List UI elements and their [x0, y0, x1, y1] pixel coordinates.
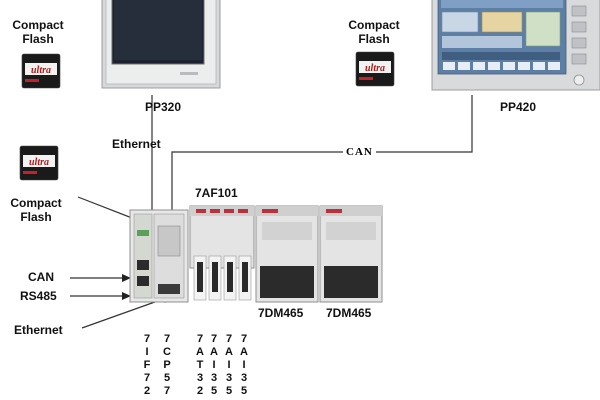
- part-char: 5: [210, 385, 218, 397]
- compact-flash-label-top-right: Compact Flash: [348, 18, 400, 46]
- can-arrow-head: [122, 274, 131, 282]
- dm465-module-2: [319, 205, 383, 303]
- part-char: 7: [210, 333, 218, 345]
- rs485-port-label: RS485: [20, 289, 57, 303]
- dm465-label-2: 7DM465: [326, 306, 372, 320]
- svg-text:ultra: ultra: [29, 157, 49, 168]
- compact-flash-card-top-left: ultra: [21, 53, 61, 89]
- compact-flash-card-left: ultra: [19, 145, 59, 181]
- can-bus-line: [171, 95, 473, 212]
- can-port-label: CAN: [28, 270, 54, 284]
- io-module-stack: [189, 205, 255, 301]
- part-char: 3: [196, 372, 204, 384]
- can-bus-label: CAN: [343, 146, 376, 158]
- part-char: 3: [240, 372, 248, 384]
- af101-label: 7AF101: [195, 186, 238, 200]
- part-char: 3: [210, 372, 218, 384]
- pp420-label: PP420: [500, 100, 537, 114]
- svg-text:ultra: ultra: [365, 63, 385, 74]
- part-char: A: [240, 346, 248, 358]
- pp320-label: PP320: [145, 100, 182, 114]
- part-char: 2: [196, 385, 204, 397]
- part-char: A: [196, 346, 204, 358]
- cpu-rack: [129, 209, 189, 303]
- part-char: 5: [240, 385, 248, 397]
- part-char: 7: [240, 333, 248, 345]
- part-char: 7: [163, 385, 171, 397]
- svg-text:ultra: ultra: [31, 65, 51, 76]
- compact-flash-label-left: Compact Flash: [10, 196, 62, 224]
- part-char: 7: [163, 333, 171, 345]
- part-char: P: [163, 359, 171, 371]
- part-char: I: [242, 359, 246, 371]
- part-char: 2: [143, 385, 151, 397]
- pp420-panel: [431, 0, 600, 91]
- part-char: 7: [143, 333, 151, 345]
- part-char: I: [212, 359, 216, 371]
- part-char: A: [225, 346, 233, 358]
- ethernet-bottom-label: Ethernet: [14, 323, 63, 337]
- connection-lines: [70, 95, 473, 329]
- pp320-panel: [101, 0, 221, 89]
- dm465-label-1: 7DM465: [258, 306, 304, 320]
- part-char: C: [163, 346, 171, 358]
- rs485-arrow-head: [122, 292, 131, 300]
- part-char: 7: [196, 333, 204, 345]
- part-char: I: [145, 346, 149, 358]
- compact-flash-card-top-right: ultra: [355, 51, 395, 87]
- ethernet-top-label: Ethernet: [112, 137, 161, 151]
- ethernet-arrow-line: [81, 297, 167, 329]
- part-char: 5: [163, 372, 171, 384]
- part-char: 5: [225, 385, 233, 397]
- dm465-module-1: [255, 205, 319, 303]
- part-char: F: [143, 359, 151, 371]
- part-char: I: [227, 359, 231, 371]
- part-char: A: [210, 346, 218, 358]
- part-char: T: [196, 359, 204, 371]
- part-char: 7: [225, 333, 233, 345]
- part-char: 7: [143, 372, 151, 384]
- compact-flash-label-top-left: Compact Flash: [12, 18, 64, 46]
- part-char: 3: [225, 372, 233, 384]
